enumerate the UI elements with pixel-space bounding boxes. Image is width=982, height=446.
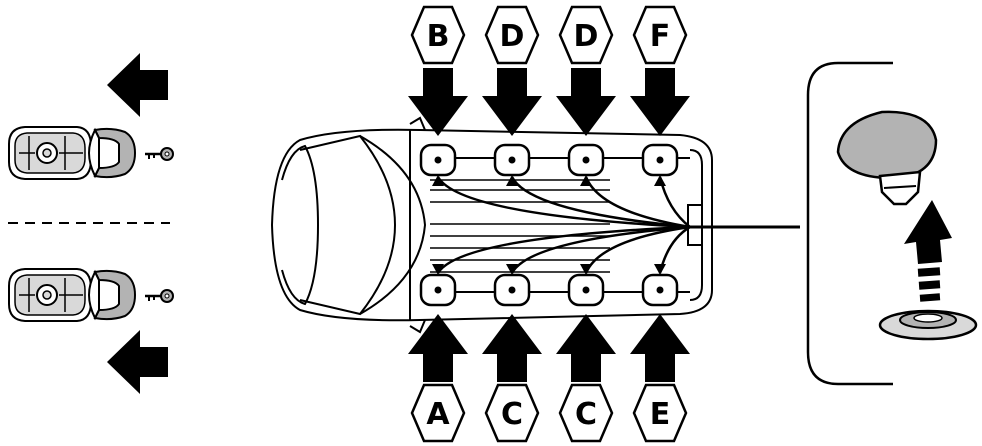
anchor-point-icon [641,273,679,307]
arrow-down-icon [408,68,468,136]
hex-label-c: C [484,383,540,443]
bottom-arrows [408,314,690,382]
floor-socket-icon [878,309,978,341]
anchor-point-icon [419,143,457,177]
svg-text:F: F [650,19,671,54]
detail-panel [806,61,978,386]
arrow-up-icon [556,314,616,382]
key-fob-icon [8,126,136,180]
line-arrowheads [432,175,666,275]
bottom-hex-labels: A C C E [410,383,688,443]
anchor-point-icon [641,143,679,177]
hex-label-d: D [558,5,614,65]
svg-text:E: E [650,397,671,432]
floor-stud-icon [836,110,938,206]
hex-label-e: E [632,383,688,443]
detail-bracket [806,61,893,386]
svg-text:D: D [574,19,599,54]
car-top-view-icon [270,116,713,334]
svg-text:A: A [426,397,450,432]
anchor-point-icon [493,273,531,307]
arrow-up-icon [408,314,468,382]
hex-label-a: A [410,383,466,443]
anchor-point-icon [419,273,457,307]
top-arrows [408,68,690,136]
anchor-point-icon [567,273,605,307]
hex-label-c: C [558,383,614,443]
hex-label-b: B [410,5,466,65]
dashed-arrow-up-icon [904,200,952,302]
svg-text:D: D [500,19,525,54]
key-fob-icon [8,268,136,322]
arrow-left-icon [107,53,168,117]
arrow-down-icon [630,68,690,136]
arrow-down-icon [482,68,542,136]
hex-label-d: D [484,5,540,65]
arrow-down-icon [556,68,616,136]
tie-down-lines [436,176,800,274]
arrow-up-icon [482,314,542,382]
top-hex-labels: B D D F [410,5,688,65]
svg-text:C: C [575,397,597,432]
left-panel [8,53,175,394]
key-icon [143,288,175,304]
svg-text:C: C [501,397,523,432]
key-icon [143,146,175,162]
hex-label-f: F [632,5,688,65]
arrow-up-icon [630,314,690,382]
anchor-points [419,143,679,307]
anchor-point-icon [493,143,531,177]
svg-text:B: B [427,19,450,54]
arrow-left-icon [107,330,168,394]
anchor-point-icon [567,143,605,177]
